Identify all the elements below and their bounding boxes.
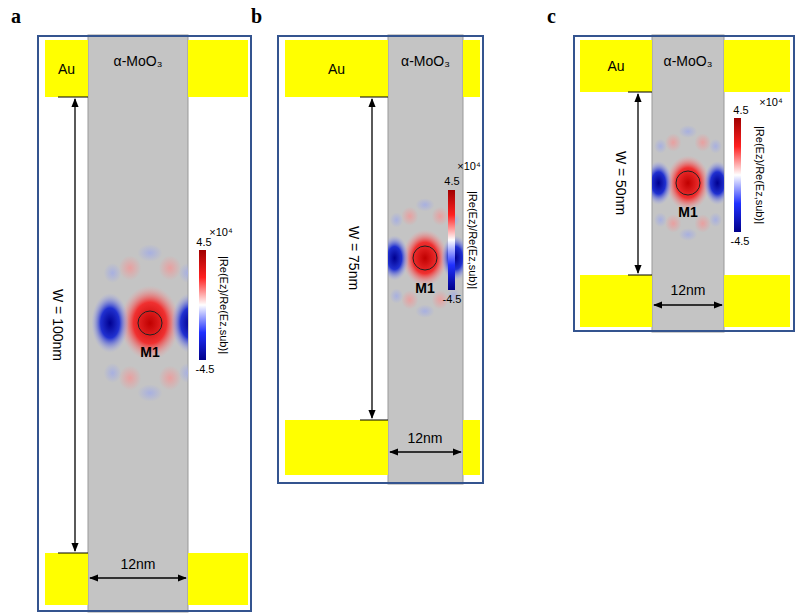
material-label: Au	[607, 58, 624, 74]
width-dimension: W = 50nm	[614, 151, 628, 215]
material-label: Au	[58, 61, 75, 77]
gold-electrode: Au	[580, 40, 652, 92]
material-label: α-MoO₃	[114, 53, 163, 69]
gap-dimension: 12nm	[670, 283, 705, 297]
moo3-strip: α-MoO₃	[388, 35, 463, 484]
panel-letter: a	[11, 5, 21, 28]
colorbar-min: -4.5	[443, 294, 462, 305]
colorbar-scale: ×10⁴	[457, 161, 480, 172]
gap-dimension: 12nm	[120, 557, 155, 571]
material-label: Au	[328, 61, 345, 77]
mode-name: M1	[678, 205, 697, 219]
colorbar-min: -4.5	[731, 236, 750, 247]
panel-c-art	[580, 35, 790, 332]
width-dimension: W = 75nm	[347, 226, 361, 290]
panel-letter: b	[251, 5, 262, 28]
colorbar-max: 4.5	[444, 176, 459, 187]
colorbar-max: 4.5	[733, 105, 748, 116]
panel-b-art	[285, 35, 480, 484]
mode-name: M1	[140, 345, 159, 359]
colorbar-max: 4.5	[196, 237, 211, 248]
material-label: α-MoO₃	[664, 53, 713, 69]
colorbar-min: -4.5	[196, 364, 215, 375]
material-label: α-MoO₃	[401, 53, 450, 69]
colorbar-title: |Re(Ez)/Re(Ez,sub)|	[218, 256, 229, 354]
colorbar-scale: ×10⁴	[759, 97, 782, 108]
colorbar-title: |Re(Ez)/Re(Ez,sub)|	[754, 126, 765, 224]
panel-letter: c	[547, 5, 556, 28]
gold-electrode: Au	[45, 40, 88, 97]
panel-a-art	[45, 35, 248, 612]
gold-electrode: Au	[285, 40, 388, 97]
width-dimension: W = 100nm	[51, 289, 65, 361]
mode-name: M1	[415, 281, 434, 295]
colorbar-title: |Re(Ez)/Re(Ez,sub)|	[467, 191, 478, 289]
moo3-strip: α-MoO₃	[88, 35, 188, 612]
colorbar-scale: ×10⁴	[209, 227, 232, 238]
gap-dimension: 12nm	[407, 431, 442, 445]
panel-frame: bAuα-MoO₃	[277, 35, 484, 484]
